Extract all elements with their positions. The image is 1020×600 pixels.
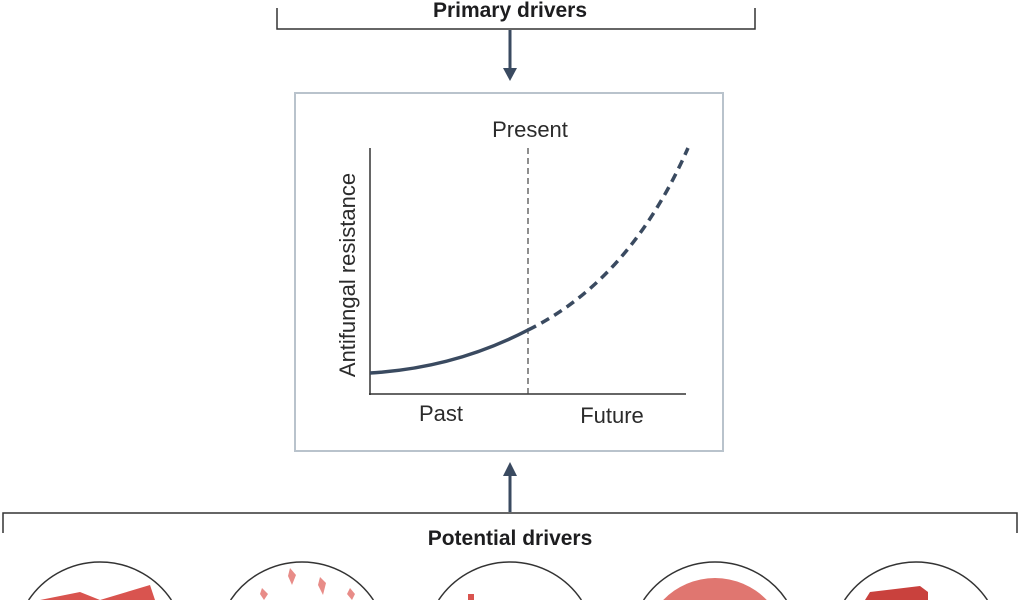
driver-circle-4 <box>642 561 788 600</box>
past-curve <box>369 328 529 375</box>
future-curve <box>527 147 690 332</box>
chart-box <box>294 92 724 452</box>
driver-2-icon <box>260 568 355 600</box>
y-axis-label: Antifungal resistance <box>335 173 360 377</box>
driver-circle-1 <box>27 561 173 600</box>
driver-3-icon <box>468 594 474 600</box>
chart: Present Antifungal resistance Past Futur… <box>335 117 690 428</box>
potential-drivers-label: Potential drivers <box>428 527 593 550</box>
primary-drivers-bracket <box>276 8 756 30</box>
driver-5-icon <box>865 586 928 600</box>
driver-circle-5 <box>843 561 989 600</box>
driver-circle-2 <box>229 561 375 600</box>
up-arrow <box>503 462 517 512</box>
down-arrow <box>503 30 517 81</box>
past-label: Past <box>419 401 463 426</box>
driver-1-icon <box>40 585 155 600</box>
primary-drivers-label: Primary drivers <box>433 0 587 22</box>
globe-icon <box>663 578 767 600</box>
future-label: Future <box>580 403 644 428</box>
potential-drivers-bracket <box>2 512 1018 533</box>
present-label: Present <box>492 117 568 142</box>
driver-circle-3 <box>437 561 583 600</box>
